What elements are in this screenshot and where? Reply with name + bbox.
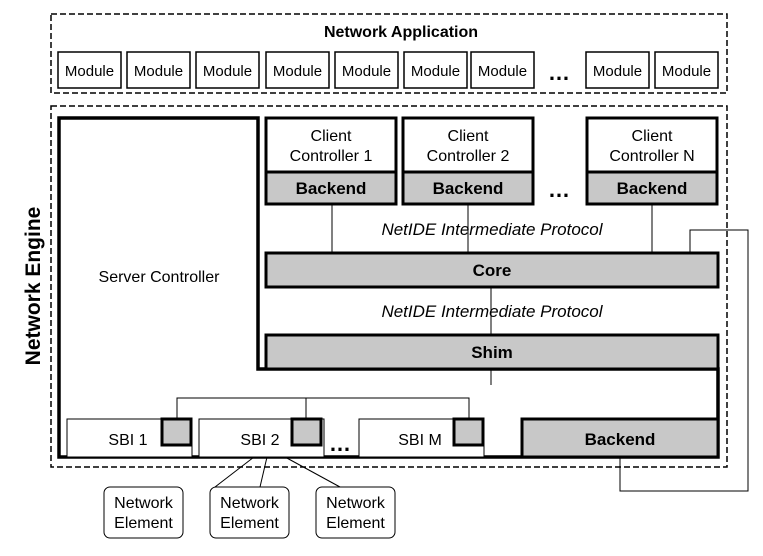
sbi-backend-block: Backend (520, 417, 720, 459)
network-element-line2: Element (114, 515, 173, 532)
module-row: Module Module Module Module Module Modul… (57, 51, 719, 89)
module-box: Module (403, 51, 468, 89)
module-label: Module (411, 63, 460, 80)
module-label: Module (203, 63, 252, 80)
client-controller-line2: Controller 1 (290, 148, 373, 165)
sbi-backend-label: Backend (585, 430, 656, 449)
module-box: Module (585, 51, 650, 89)
network-element-line1: Network (114, 495, 174, 512)
client-controller-line1: Client (448, 128, 489, 145)
shim-block: Shim (264, 333, 720, 371)
network-element-3: Network Element (315, 486, 396, 539)
core-block: Core (264, 251, 720, 289)
module-box: Module (334, 51, 399, 89)
module-box: Module (195, 51, 260, 89)
core-label: Core (473, 261, 512, 280)
module-label: Module (478, 63, 527, 80)
sbi-label: SBI M (398, 432, 442, 449)
client-controller-1: Client Controller 1 Backend (264, 116, 398, 206)
client-controller-n: Client Controller N Backend (585, 116, 719, 206)
client-ellipsis: … (548, 177, 570, 202)
network-application-title: Network Application (324, 24, 478, 41)
client-controller-line1: Client (632, 128, 673, 145)
protocol-label-upper: NetIDE Intermediate Protocol (381, 220, 603, 239)
module-label: Module (273, 63, 322, 80)
network-element-line1: Network (326, 495, 386, 512)
network-engine-border (50, 105, 728, 468)
module-label: Module (593, 63, 642, 80)
network-element-1: Network Element (103, 486, 184, 539)
sbi-port (160, 417, 193, 447)
module-box: Module (57, 51, 122, 89)
network-element-line1: Network (220, 495, 280, 512)
sbi-label: SBI 1 (108, 432, 147, 449)
module-box: Module (470, 51, 535, 89)
sbi-2: SBI 2 (198, 417, 325, 458)
client-controller-line2: Controller 2 (427, 148, 510, 165)
network-element-line2: Element (220, 515, 279, 532)
client-backend-label: Backend (296, 179, 367, 198)
network-element-line2: Element (326, 515, 385, 532)
client-backend-label: Backend (433, 179, 504, 198)
network-application-border (50, 13, 728, 94)
client-backend-box (585, 170, 719, 206)
client-controller-2: Client Controller 2 Backend (401, 116, 535, 206)
client-controller-line2: Controller N (609, 148, 694, 165)
sbi-port (452, 417, 485, 447)
network-application-group: Network Application Module Module Module… (50, 13, 728, 94)
server-controller-label: Server Controller (99, 269, 221, 286)
sbi-label: SBI 2 (240, 432, 279, 449)
shim-label: Shim (471, 343, 513, 362)
module-label: Module (65, 63, 114, 80)
network-element-2: Network Element (209, 486, 290, 539)
client-controller-line1: Client (311, 128, 352, 145)
module-box: Module (126, 51, 191, 89)
client-backend-box (401, 170, 535, 206)
network-engine-group: Network Engine Server Controller Client … (22, 105, 749, 492)
sbi-m: SBI M (358, 417, 485, 458)
module-label: Module (662, 63, 711, 80)
module-box: Module (654, 51, 719, 89)
connector-lines (176, 204, 749, 492)
sbi-port (290, 417, 323, 447)
network-engine-title: Network Engine (22, 207, 45, 366)
sbi-1: SBI 1 (66, 417, 193, 458)
module-box: Module (265, 51, 330, 89)
client-backend-label: Backend (617, 179, 688, 198)
module-label: Module (134, 63, 183, 80)
module-label: Module (342, 63, 391, 80)
network-elements: Network Element Network Element Network … (103, 486, 396, 539)
client-backend-box (264, 170, 398, 206)
module-ellipsis: … (548, 60, 570, 85)
protocol-label-lower: NetIDE Intermediate Protocol (381, 302, 603, 321)
sbi-ellipsis: … (329, 431, 351, 456)
